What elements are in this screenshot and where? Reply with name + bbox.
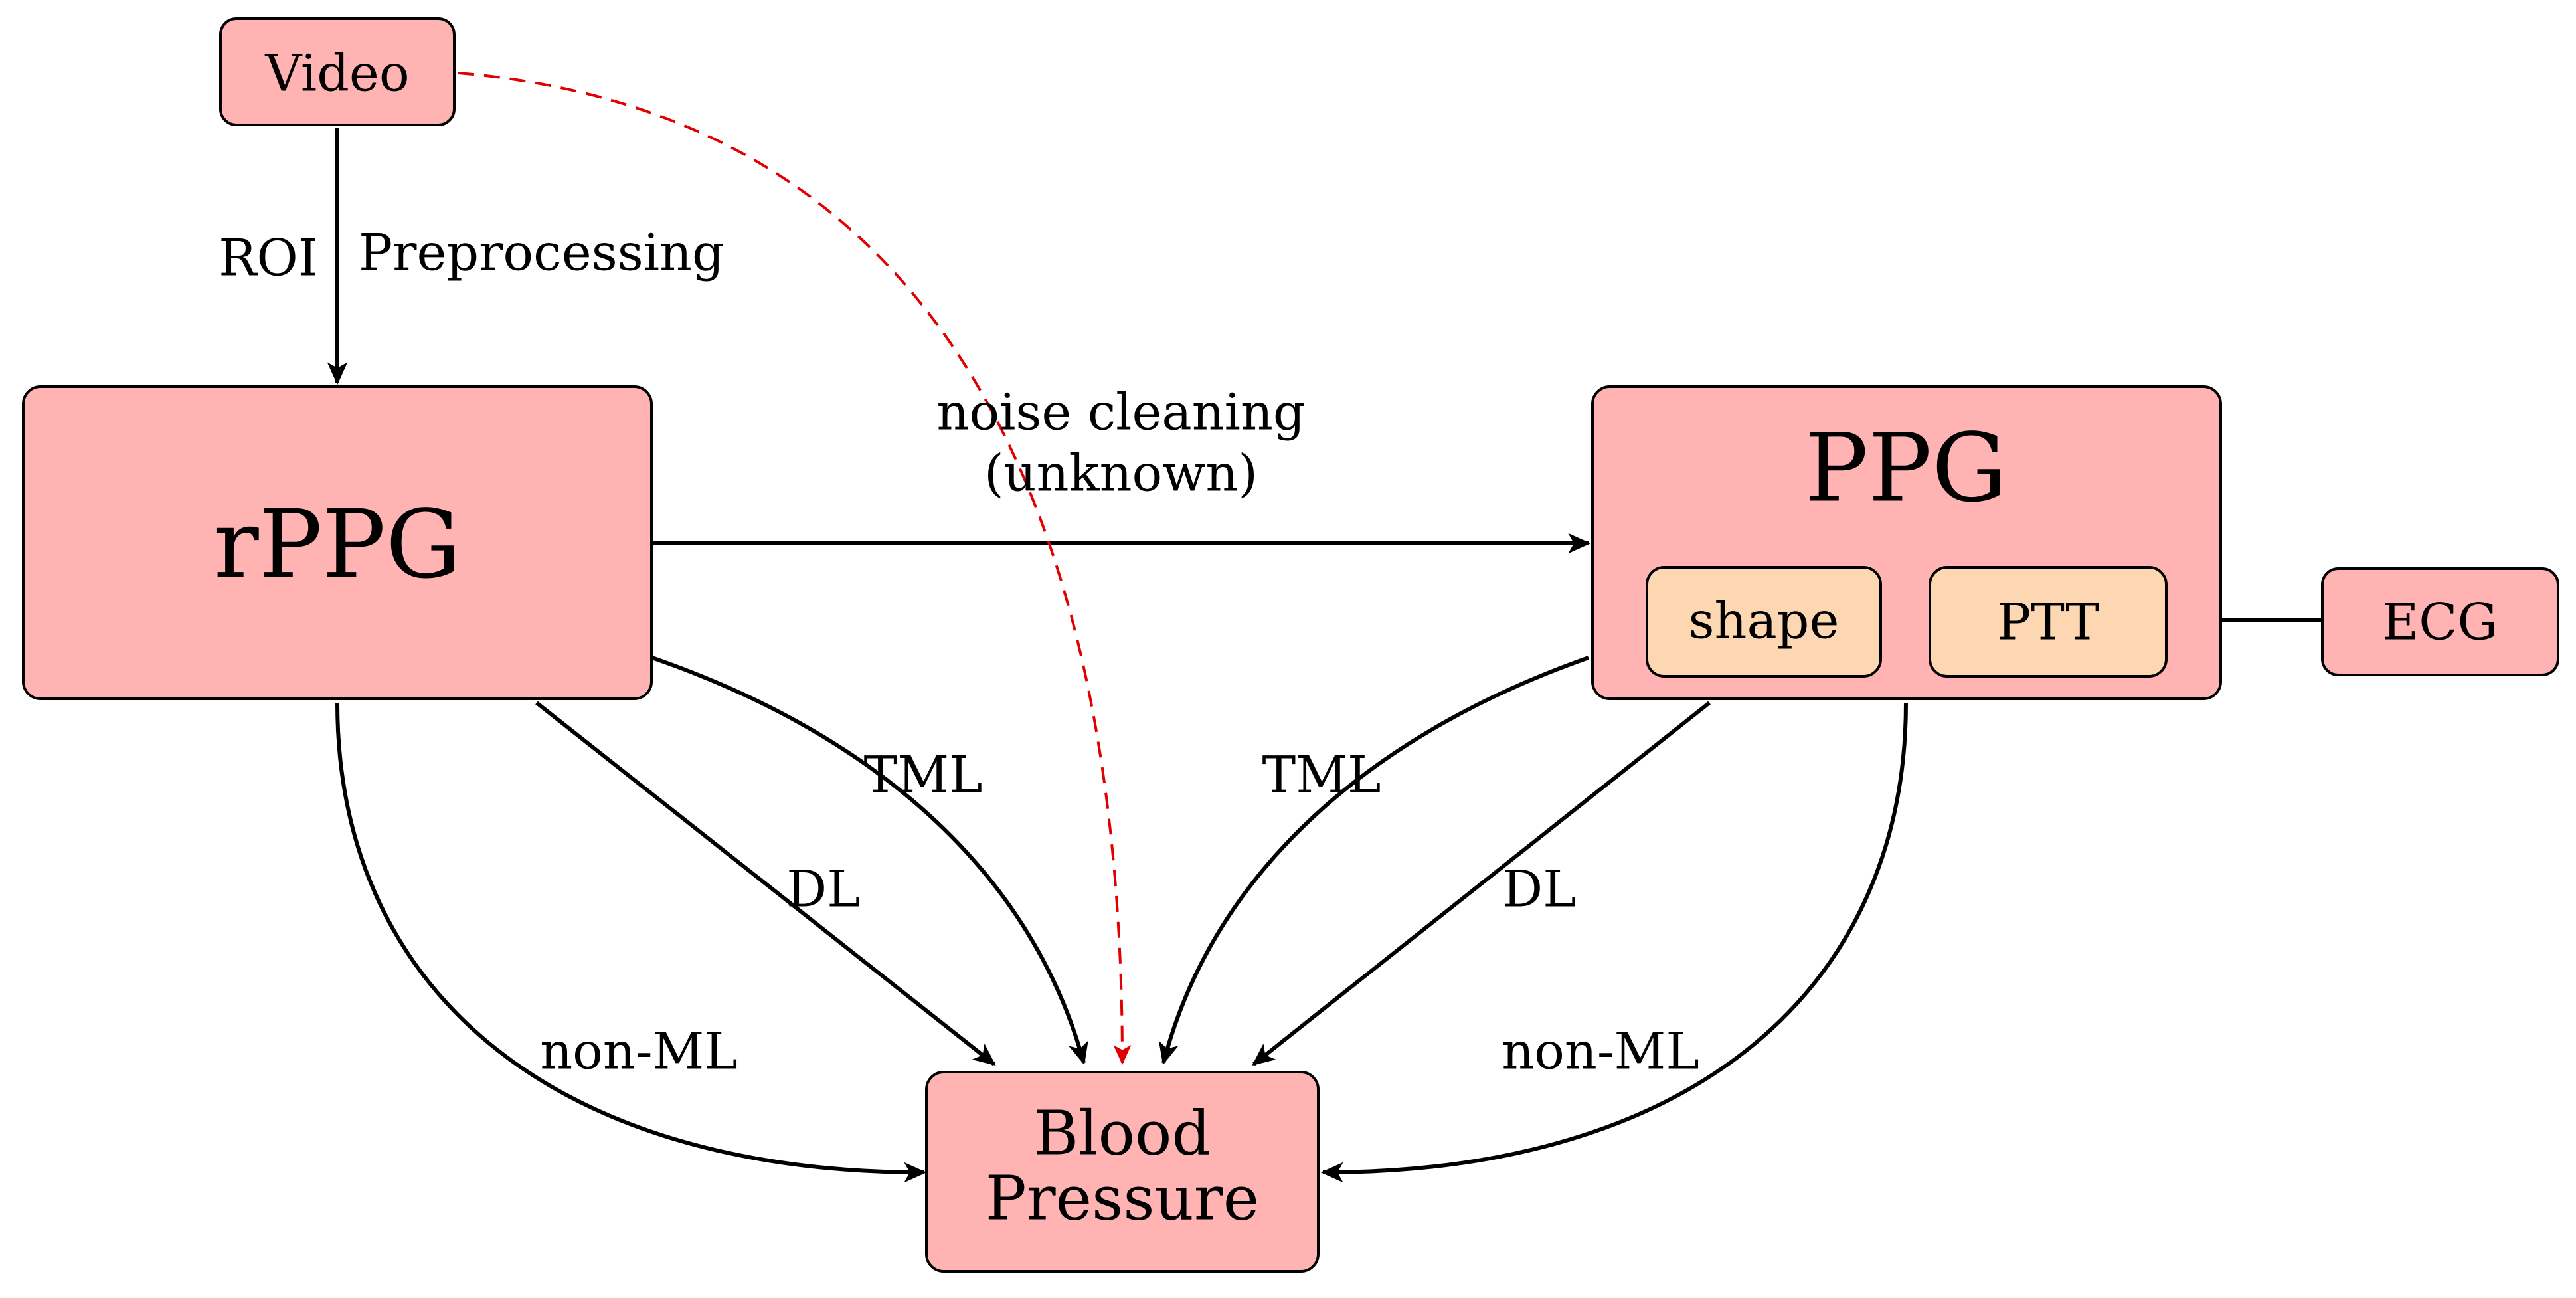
node-ppg: PPG shape PTT (1591, 385, 2222, 700)
node-ptt-label: PTT (1997, 593, 2099, 652)
edges (327, 72, 2322, 1183)
label-tml-left: TML (864, 745, 983, 804)
edge-ppg-to-bp-nonml (1320, 702, 1908, 1183)
node-ecg: ECG (2321, 567, 2559, 676)
edge-rppg-to-bp-tml (651, 656, 1088, 1066)
label-preprocessing: Preprocessing (359, 223, 725, 282)
label-roi: ROI (218, 229, 318, 288)
node-ppg-label: PPG (1805, 414, 2008, 523)
node-shape-label: shape (1689, 591, 1840, 650)
node-rppg-label: rPPG (214, 490, 461, 600)
label-noise-unknown: (unknown) (984, 444, 1258, 503)
edge-rppg-to-bp-dl (535, 701, 996, 1066)
node-ptt: PTT (1929, 566, 2168, 678)
node-blood-pressure: Blood Pressure (925, 1071, 1320, 1273)
node-video: Video (219, 17, 456, 126)
label-noise-cleaning: noise cleaning (936, 383, 1305, 442)
node-bp-line2: Pressure (986, 1163, 1259, 1234)
label-tml-right: TML (1262, 745, 1381, 804)
node-bp-line1: Blood (1034, 1098, 1211, 1169)
node-shape: shape (1646, 566, 1882, 678)
label-dl-left: DL (786, 860, 860, 919)
label-dl-right: DL (1502, 860, 1576, 919)
edge-rppg-to-bp-nonml (335, 702, 927, 1183)
edge-ppg-to-bp-dl (1252, 701, 1711, 1066)
edge-labels: ROI Preprocessing noise cleaning (unknow… (218, 223, 1699, 1081)
node-rppg: rPPG (22, 385, 653, 700)
label-nonml-left: non-ML (540, 1022, 738, 1081)
node-video-label: Video (264, 44, 409, 103)
node-ecg-label: ECG (2382, 593, 2498, 652)
label-nonml-right: non-ML (1502, 1022, 1699, 1081)
edge-ppg-to-bp-tml (1158, 656, 1589, 1066)
